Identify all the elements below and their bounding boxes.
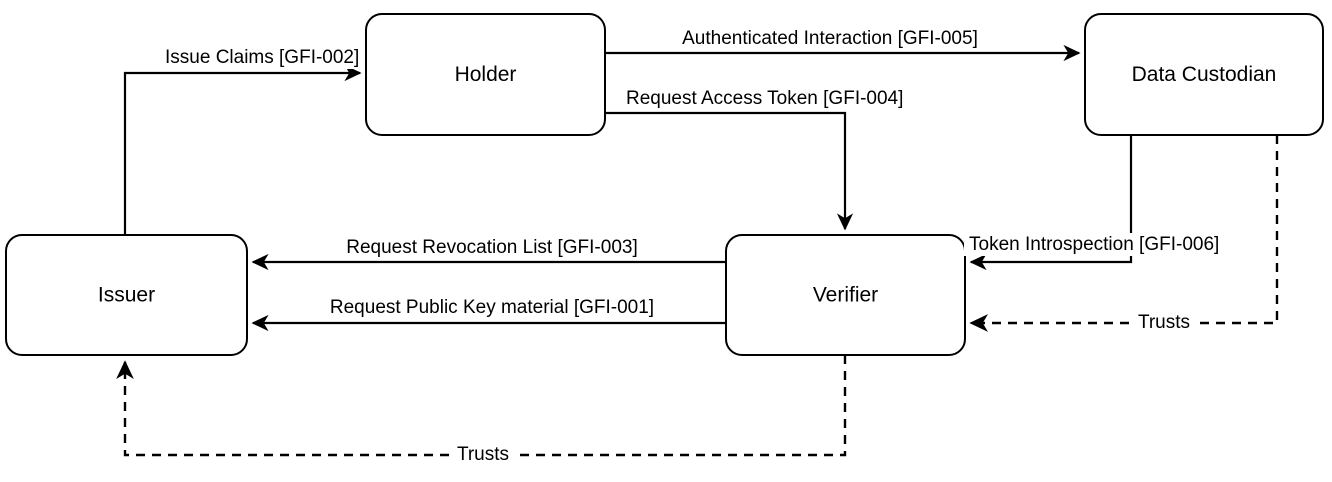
edge-label-trusts-custodian-verifier: Trusts xyxy=(1132,311,1196,335)
edges-layer xyxy=(116,44,1279,457)
edge-label-text-trusts-custodian-verifier: Trusts xyxy=(1138,312,1190,333)
edge-label-backing-gfi-002 xyxy=(160,46,365,70)
edge-label-backing-gfi-003 xyxy=(341,236,643,260)
edge-label-gfi-001: Request Public Key material [GFI-001] xyxy=(324,296,660,320)
edge-gfi-006 xyxy=(969,135,1133,271)
node-verifier[interactable]: Verifier xyxy=(725,234,966,356)
node-shape-holder xyxy=(365,13,606,136)
node-label-holder: Holder xyxy=(455,63,517,86)
node-holder[interactable]: Holder xyxy=(365,13,606,136)
edge-labels-layer: Issue Claims [GFI-002] Authenticated Inte… xyxy=(160,27,1225,467)
edge-label-text-gfi-002: Issue Claims [GFI-002] xyxy=(165,47,359,68)
edge-label-text-trusts-verifier-issuer: Trusts xyxy=(457,444,509,465)
edge-label-text-gfi-004: Request Access Token [GFI-004] xyxy=(626,88,903,109)
edge-label-backing-gfi-006 xyxy=(964,233,1225,257)
edge-label-gfi-002: Issue Claims [GFI-002] xyxy=(160,46,365,70)
node-data-custodian[interactable]: Data Custodian xyxy=(1084,13,1324,136)
edge-label-trusts-verifier-issuer: Trusts xyxy=(451,443,515,467)
edge-label-text-gfi-003: Request Revocation List [GFI-003] xyxy=(346,237,637,258)
node-issuer[interactable]: Issuer xyxy=(5,234,248,356)
edge-label-gfi-005: Authenticated Interaction [GFI-005] xyxy=(677,27,983,51)
edge-label-text-gfi-005: Authenticated Interaction [GFI-005] xyxy=(682,28,978,49)
node-label-data-custodian: Data Custodian xyxy=(1132,63,1277,86)
node-shape-issuer xyxy=(5,234,248,356)
edge-label-backing-trusts-verifier-issuer xyxy=(451,443,515,467)
edge-label-backing-gfi-004 xyxy=(621,87,909,111)
edge-label-gfi-006: Token Introspection [GFI-006] xyxy=(964,233,1225,257)
edge-label-gfi-003: Request Revocation List [GFI-003] xyxy=(341,236,643,260)
edge-trusts-custodian-verifier xyxy=(969,135,1279,332)
edge-gfi-002 xyxy=(123,64,362,235)
node-shape-data-custodian xyxy=(1084,13,1324,136)
edge-trusts-verifier-issuer xyxy=(116,355,847,457)
edge-label-backing-trusts-custodian-verifier xyxy=(1132,311,1196,335)
edge-label-gfi-004: Request Access Token [GFI-004] xyxy=(621,87,909,111)
edge-label-backing-gfi-005 xyxy=(677,27,983,51)
edge-label-text-gfi-006: Token Introspection [GFI-006] xyxy=(969,234,1219,255)
edge-label-backing-gfi-001 xyxy=(324,296,660,320)
node-shape-verifier xyxy=(725,234,966,356)
edge-label-text-gfi-001: Request Public Key material [GFI-001] xyxy=(330,297,654,318)
edge-gfi-004 xyxy=(605,111,854,231)
node-label-issuer: Issuer xyxy=(98,284,155,307)
node-label-verifier: Verifier xyxy=(813,284,878,307)
